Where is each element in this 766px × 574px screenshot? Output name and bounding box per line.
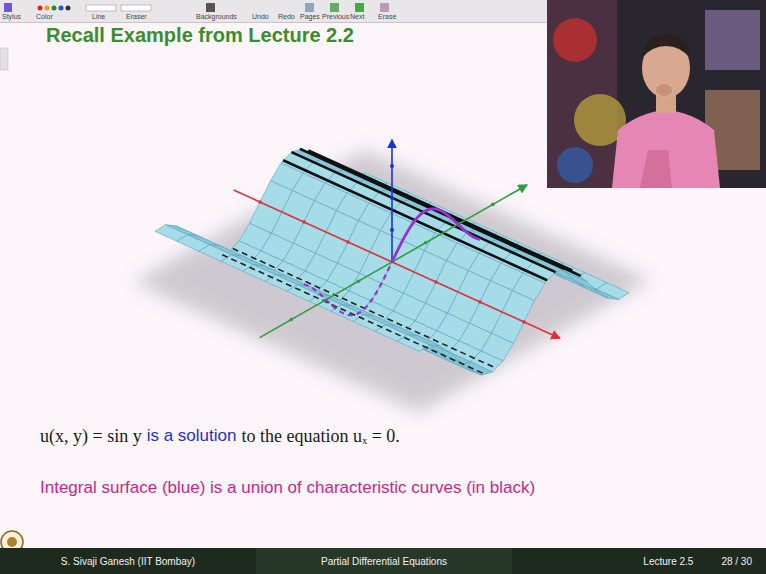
- toolbar-label: Backgrounds: [196, 13, 237, 20]
- statement-text: to the equation uₓ = 0.: [241, 426, 399, 447]
- statement-line: u(x, y) = sin yis a solutionto the equat…: [40, 426, 405, 447]
- toolbar-label: Eraser: [126, 13, 147, 20]
- side-tab: [0, 48, 8, 70]
- footer-band: Lecture 2.5 28 / 30: [512, 548, 766, 574]
- footer-text: Lecture 2.5: [643, 556, 693, 567]
- toolbar-label: Redo: [278, 13, 295, 20]
- toolbar-label: Undo: [252, 13, 269, 20]
- characteristic-curve: [292, 152, 556, 272]
- characteristic-curve: [283, 160, 547, 280]
- surface-patch: [397, 335, 430, 352]
- note-text: Integral surface (blue) is a union of ch…: [40, 478, 535, 498]
- toolbar-label: Pages: [300, 13, 320, 20]
- footer-text: S. Sivaji Ganesh (IIT Bombay): [61, 556, 195, 567]
- characteristic-dashed: [233, 248, 497, 368]
- x-axis: [234, 190, 560, 338]
- toolbar-label: Erase: [378, 13, 396, 20]
- characteristic-curve: [308, 151, 572, 271]
- slide-title: Recall Example from Lecture 2.2: [46, 24, 354, 47]
- toolbar-label: Previous: [322, 13, 349, 20]
- toolbar-label: Line: [92, 13, 105, 20]
- toolbar-label: Next: [350, 13, 364, 20]
- toolbar-icons: [4, 3, 389, 12]
- footer-text: 28 / 30: [721, 556, 752, 567]
- statement-text: is a solution: [147, 426, 237, 447]
- characteristic-dashed: [222, 255, 486, 375]
- toolbar-label: Stylus: [2, 13, 21, 20]
- footer-band: S. Sivaji Ganesh (IIT Bombay): [0, 548, 256, 574]
- footer-band: Partial Differential Equations: [256, 548, 512, 574]
- characteristic-curves: [222, 140, 581, 374]
- profile-curve-hidden: [304, 262, 392, 315]
- characteristic-curve: [317, 156, 581, 276]
- surface-patch: [429, 343, 462, 363]
- statement-text: u(x, y) = sin y: [40, 426, 142, 447]
- u-axis: [391, 140, 393, 262]
- surface-patch: [565, 272, 598, 292]
- footer-text: Partial Differential Equations: [321, 556, 447, 567]
- y-axis: [260, 185, 527, 337]
- toolbar-label: Color: [36, 13, 53, 20]
- profile-curve: [392, 209, 480, 262]
- surface-patch: [576, 281, 609, 298]
